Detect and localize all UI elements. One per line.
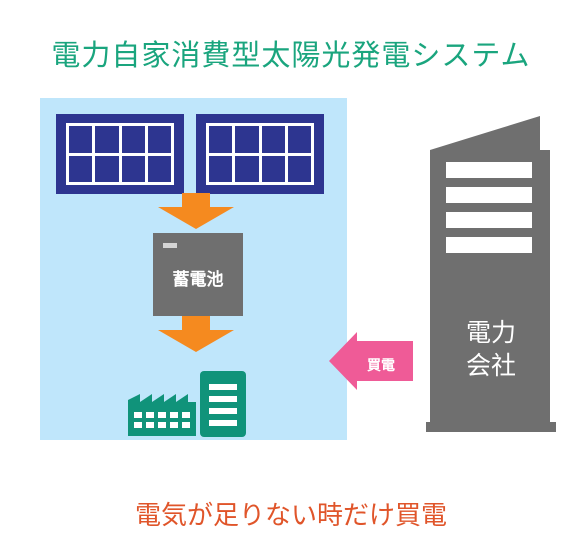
purchase-arrow-icon bbox=[329, 332, 413, 390]
diagram-caption: 電気が足りない時だけ買電 bbox=[134, 501, 447, 531]
solar-cell bbox=[121, 155, 145, 182]
arrow-down-icon bbox=[158, 316, 234, 352]
purchase-label: 買電 bbox=[367, 358, 395, 374]
solar-cell bbox=[147, 155, 171, 182]
solar-cell bbox=[95, 126, 119, 153]
solar-cell bbox=[69, 126, 93, 153]
battery-indicator-icon bbox=[163, 243, 177, 248]
solar-cell bbox=[287, 155, 311, 182]
battery-base bbox=[153, 312, 243, 316]
solar-cell bbox=[95, 155, 119, 182]
battery-label: 蓄電池 bbox=[172, 270, 224, 290]
solar-panel-right bbox=[196, 114, 324, 194]
power-company-building-icon bbox=[426, 116, 556, 432]
diagram-title: 電力自家消費型太陽光発電システム bbox=[51, 38, 531, 72]
solar-cell bbox=[121, 126, 145, 153]
solar-cell bbox=[261, 155, 285, 182]
arrow-down-icon bbox=[158, 193, 234, 229]
factory-icon bbox=[128, 394, 196, 436]
solar-cell bbox=[235, 155, 259, 182]
solar-cell bbox=[209, 155, 233, 182]
solar-cell bbox=[235, 126, 259, 153]
office-building-icon bbox=[200, 371, 246, 437]
solar-panel-left bbox=[56, 114, 184, 194]
solar-cell bbox=[287, 126, 311, 153]
battery-unit: 蓄電池 bbox=[153, 233, 243, 312]
solar-cell bbox=[209, 126, 233, 153]
solar-cell bbox=[69, 155, 93, 182]
power-company-label: 電力 会社 bbox=[465, 318, 516, 380]
solar-cell bbox=[261, 126, 285, 153]
solar-cell bbox=[147, 126, 171, 153]
